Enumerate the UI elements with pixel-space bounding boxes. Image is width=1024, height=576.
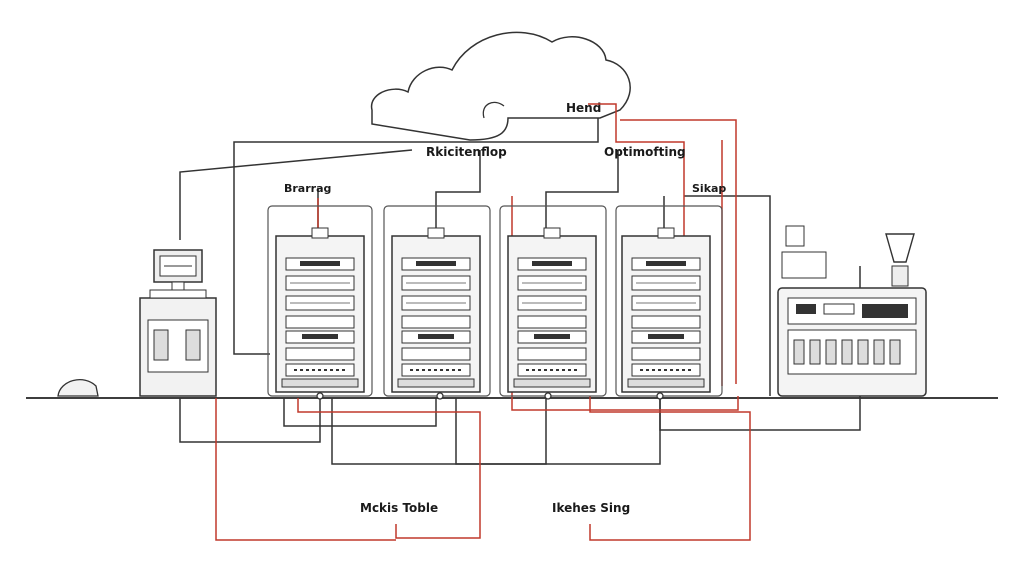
port-dots	[316, 392, 664, 400]
bottom-left-label: Mckis Toble	[360, 501, 438, 515]
cloud-label: Hend	[566, 101, 601, 115]
rack4-label: Sikap	[692, 182, 726, 195]
control-console-icon	[777, 225, 927, 397]
top-right-label: Optimofting	[604, 145, 686, 159]
top-left-label: Rkicitenflop	[426, 145, 507, 159]
server-rack-icon	[275, 227, 365, 393]
bottom-right-label: Ikehes Sing	[552, 501, 630, 515]
rock-icon	[57, 379, 99, 397]
rack-enclosures	[267, 205, 723, 397]
terminal-icon	[139, 289, 217, 397]
server-rack-icon	[507, 227, 597, 393]
cloud-icon	[370, 31, 631, 141]
trophy-icon	[885, 233, 915, 287]
server-rack-icon	[621, 227, 711, 393]
monitor-icon	[153, 249, 203, 293]
rack1-label: Brarrag	[284, 182, 331, 195]
server-rack-icon	[391, 227, 481, 393]
